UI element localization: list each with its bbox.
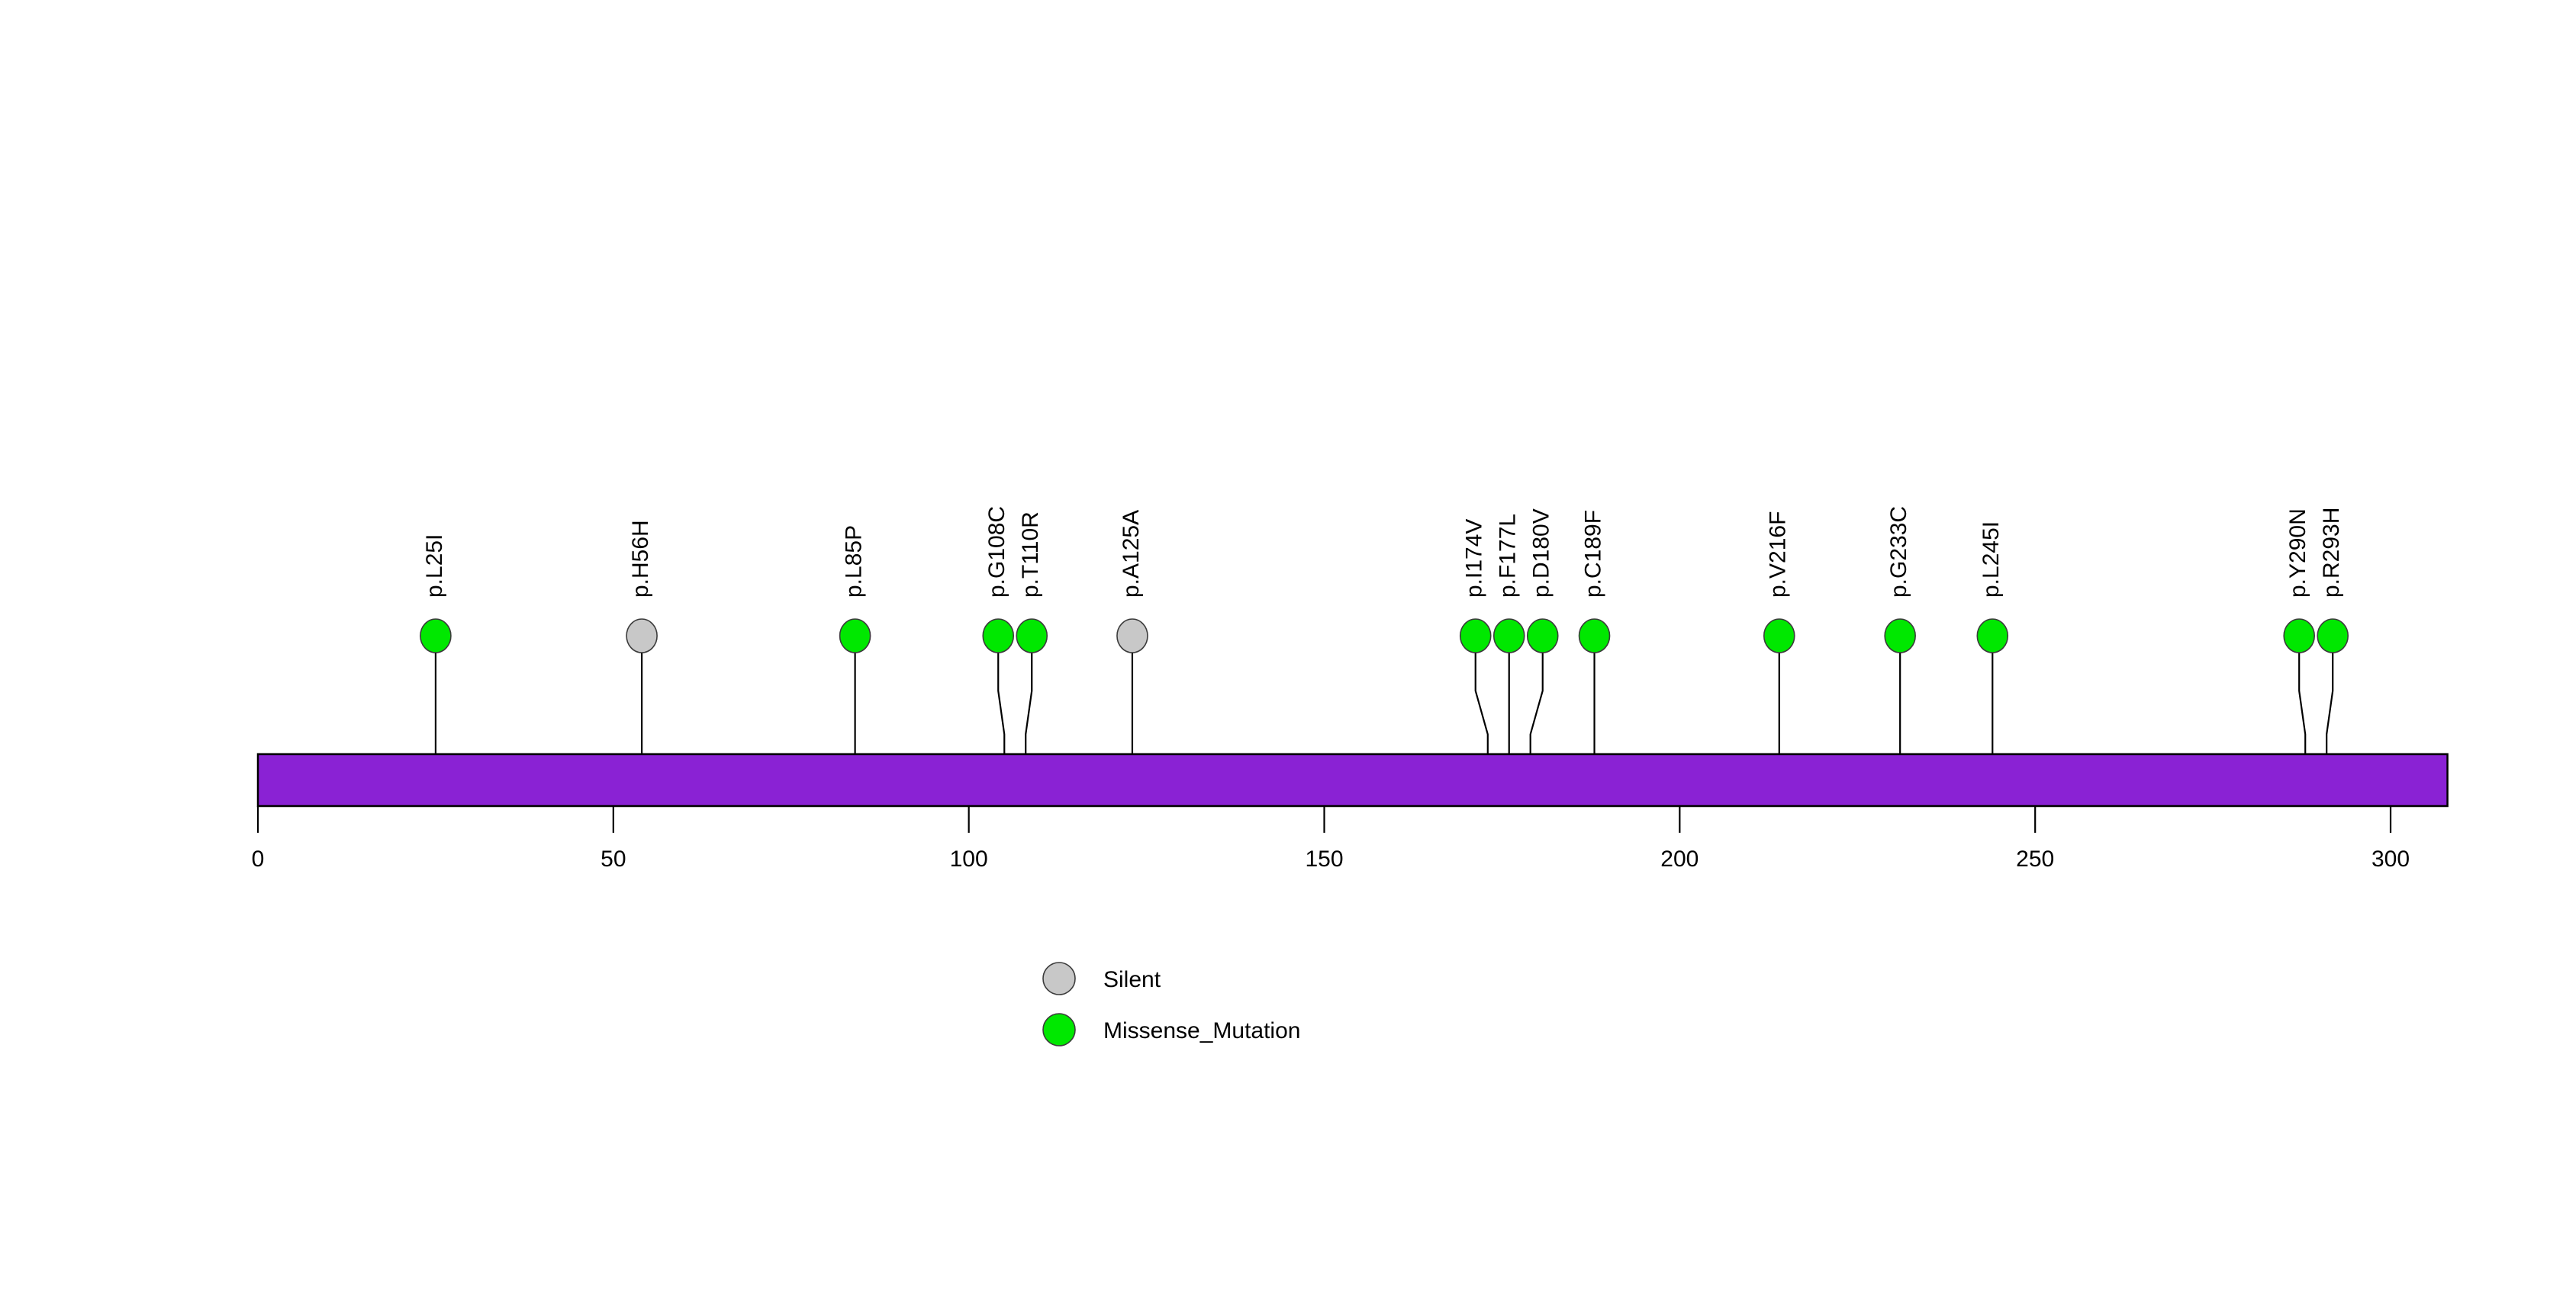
protein-backbone-group (256, 753, 2449, 808)
mutation-label: p.F177L (1496, 514, 1521, 598)
axis-tick-label: 0 (252, 847, 265, 872)
axis-tick-label: 150 (1305, 847, 1343, 872)
mutation-marker[interactable] (982, 618, 1015, 653)
axis-tick-label: 50 (601, 847, 626, 872)
mutation-marker[interactable] (2317, 618, 2349, 653)
mutation-marker[interactable] (1116, 618, 1148, 653)
mutation-marker[interactable] (420, 618, 452, 653)
mutation-marker[interactable] (2283, 618, 2315, 653)
mutation-label: p.V216F (1766, 511, 1791, 598)
x-axis-group: 0 50 100 150 200 250 300 (252, 806, 2410, 872)
mutation-label: p.G108C (984, 506, 1009, 598)
mutation-label: p.L245I (1979, 521, 2004, 598)
mutation-label: p.Y290N (2285, 508, 2310, 598)
axis-tick-label: 100 (950, 847, 988, 872)
mutation-marker[interactable] (1016, 618, 1048, 653)
mutation-label: p.T110R (1018, 511, 1043, 598)
mutation-label: p.G233C (1886, 506, 1911, 598)
mutation-labels-group: p.L25I p.H56H p.L85P p.G108C p.T110R p.A125A p… (422, 506, 2344, 598)
mutation-label: p.L85P (842, 525, 867, 598)
mutation-marker[interactable] (1976, 618, 2009, 653)
mutation-marker[interactable] (1763, 618, 1795, 653)
mutation-marker[interactable] (1526, 618, 1559, 653)
axis-tick-label: 300 (2372, 847, 2410, 872)
axis-tick-label: 250 (2016, 847, 2054, 872)
mutation-markers-group (420, 618, 2349, 653)
mutation-marker[interactable] (1459, 618, 1492, 653)
mutation-marker[interactable] (626, 618, 658, 653)
mutation-marker[interactable] (1492, 618, 1525, 653)
mutation-marker[interactable] (1884, 618, 1916, 653)
mutation-label: p.R293H (2319, 508, 2344, 598)
legend-swatch[interactable] (1042, 962, 1076, 995)
mutation-label: p.I174V (1462, 519, 1487, 598)
legend-swatch[interactable] (1042, 1013, 1076, 1047)
protein-backbone-bar (256, 753, 2449, 808)
mutation-label: p.L25I (422, 534, 447, 598)
mutation-label: p.D180V (1529, 508, 1554, 598)
legend-label: Silent (1103, 967, 1161, 992)
mutation-label: p.H56H (628, 520, 653, 598)
mutation-label: p.A125A (1119, 510, 1144, 598)
mutation-marker[interactable] (1578, 618, 1611, 653)
axis-tick-label: 200 (1660, 847, 1699, 872)
legend-label: Missense_Mutation (1103, 1018, 1300, 1043)
mutation-marker[interactable] (839, 618, 871, 653)
mutation-label: p.C189F (1580, 510, 1605, 598)
